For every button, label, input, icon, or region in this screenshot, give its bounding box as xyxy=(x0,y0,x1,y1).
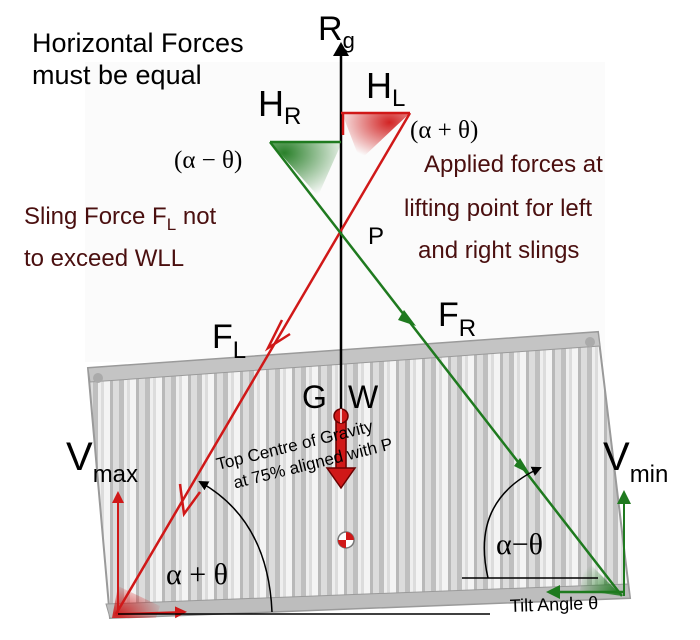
fr-arrowhead-lower xyxy=(514,458,530,474)
weight-arrow xyxy=(325,408,357,490)
sling-left-line xyxy=(114,112,412,615)
rg-label: Rg xyxy=(318,10,355,53)
angle-label-left-top: (α − θ) xyxy=(174,147,242,174)
title-line-1: Horizontal Forces xyxy=(32,28,244,58)
vmax-label: Vmax xyxy=(66,435,138,488)
fr-arrowhead xyxy=(398,310,416,326)
angle-wedge-left xyxy=(270,142,342,196)
angle-label-right-top: (α + θ) xyxy=(410,117,478,144)
corner-shade-left xyxy=(112,586,160,618)
corner-shade-right xyxy=(580,560,622,596)
fr-label: FR xyxy=(438,296,476,342)
w-label: W xyxy=(348,379,379,415)
fl-arrow-lower xyxy=(178,483,202,518)
angle-wedge-right xyxy=(342,113,410,160)
applied-forces-line-1: Applied forces at xyxy=(424,151,603,178)
g-label: G xyxy=(302,379,327,415)
fl-arrow-upper xyxy=(264,319,291,352)
sling-right-line xyxy=(269,141,623,597)
shipping-container xyxy=(86,330,632,620)
hr-label: HR xyxy=(258,83,301,130)
alpha-plus-theta-arc xyxy=(198,481,273,613)
sling-force-line-2: to exceed WLL xyxy=(24,245,184,272)
alpha-minus-theta-label: α−θ xyxy=(496,528,543,561)
vmin-label: Vmin xyxy=(603,435,668,488)
sling-force-line-1: Sling Force FL not xyxy=(24,203,217,234)
alpha-minus-theta-arc xyxy=(483,466,542,579)
hl-label: HL xyxy=(366,65,405,112)
alpha-plus-theta-label: α + θ xyxy=(166,558,228,591)
applied-forces-line-3: and right slings xyxy=(418,237,579,264)
tilt-angle-label: Tilt Angle θ xyxy=(509,593,598,616)
title-line-2: must be equal xyxy=(32,60,202,90)
centre-of-gravity-symbol xyxy=(337,531,355,549)
fl-label: FL xyxy=(212,318,246,364)
applied-forces-line-2: lifting point for left xyxy=(404,195,592,222)
point-p-label: P xyxy=(368,223,384,250)
